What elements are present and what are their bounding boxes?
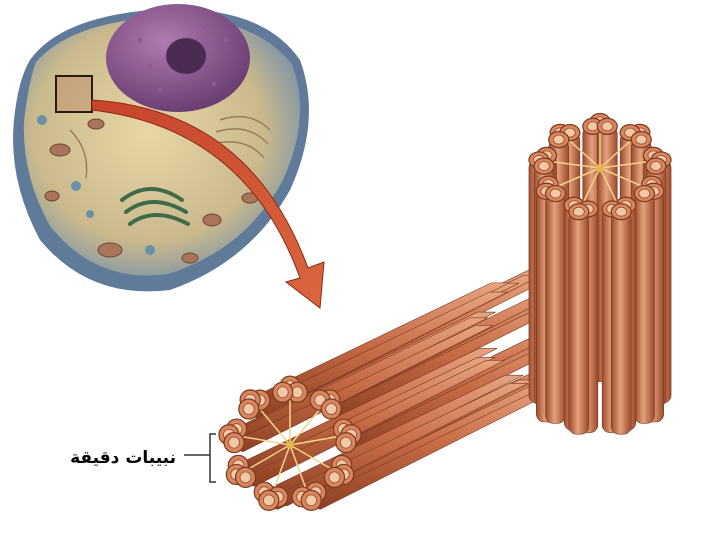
microtubule-lumen xyxy=(240,472,251,483)
microtubule-lumen xyxy=(602,122,613,131)
microtubule-lumen xyxy=(326,404,337,415)
microtubule-lumen xyxy=(306,495,317,506)
microtubule-lumen xyxy=(553,135,564,144)
microtubule-body xyxy=(611,212,631,435)
microtubule-lumen xyxy=(550,189,561,198)
microtubule-body xyxy=(546,194,566,424)
microtubule-lumen xyxy=(229,437,240,448)
microtubule-lumen xyxy=(263,495,274,506)
microtubule-lumen xyxy=(243,404,254,415)
microtubules-label: نبيبات دقيقة xyxy=(36,448,176,468)
hub xyxy=(596,164,604,172)
microtubule-lumen xyxy=(539,162,550,171)
microtubule-lumen xyxy=(639,189,650,198)
microtubule-lumen xyxy=(650,162,661,171)
centriole-vertical xyxy=(529,114,671,435)
microtubule-body xyxy=(634,194,654,424)
microtubule-lumen xyxy=(277,387,288,398)
microtubule-lumen xyxy=(329,472,340,483)
microtubule-lumen xyxy=(340,437,351,448)
microtubule-lumen xyxy=(636,135,647,144)
cell-illustration xyxy=(13,4,309,291)
microtubule-lumen xyxy=(587,122,598,131)
label-bracket xyxy=(184,434,216,482)
microtubule-lumen xyxy=(616,207,627,216)
microtubule-lumen xyxy=(292,387,303,398)
microtubule-lumen xyxy=(573,207,584,216)
microtubule-body xyxy=(569,212,589,435)
hub xyxy=(286,441,294,449)
zoom-box xyxy=(56,76,92,112)
